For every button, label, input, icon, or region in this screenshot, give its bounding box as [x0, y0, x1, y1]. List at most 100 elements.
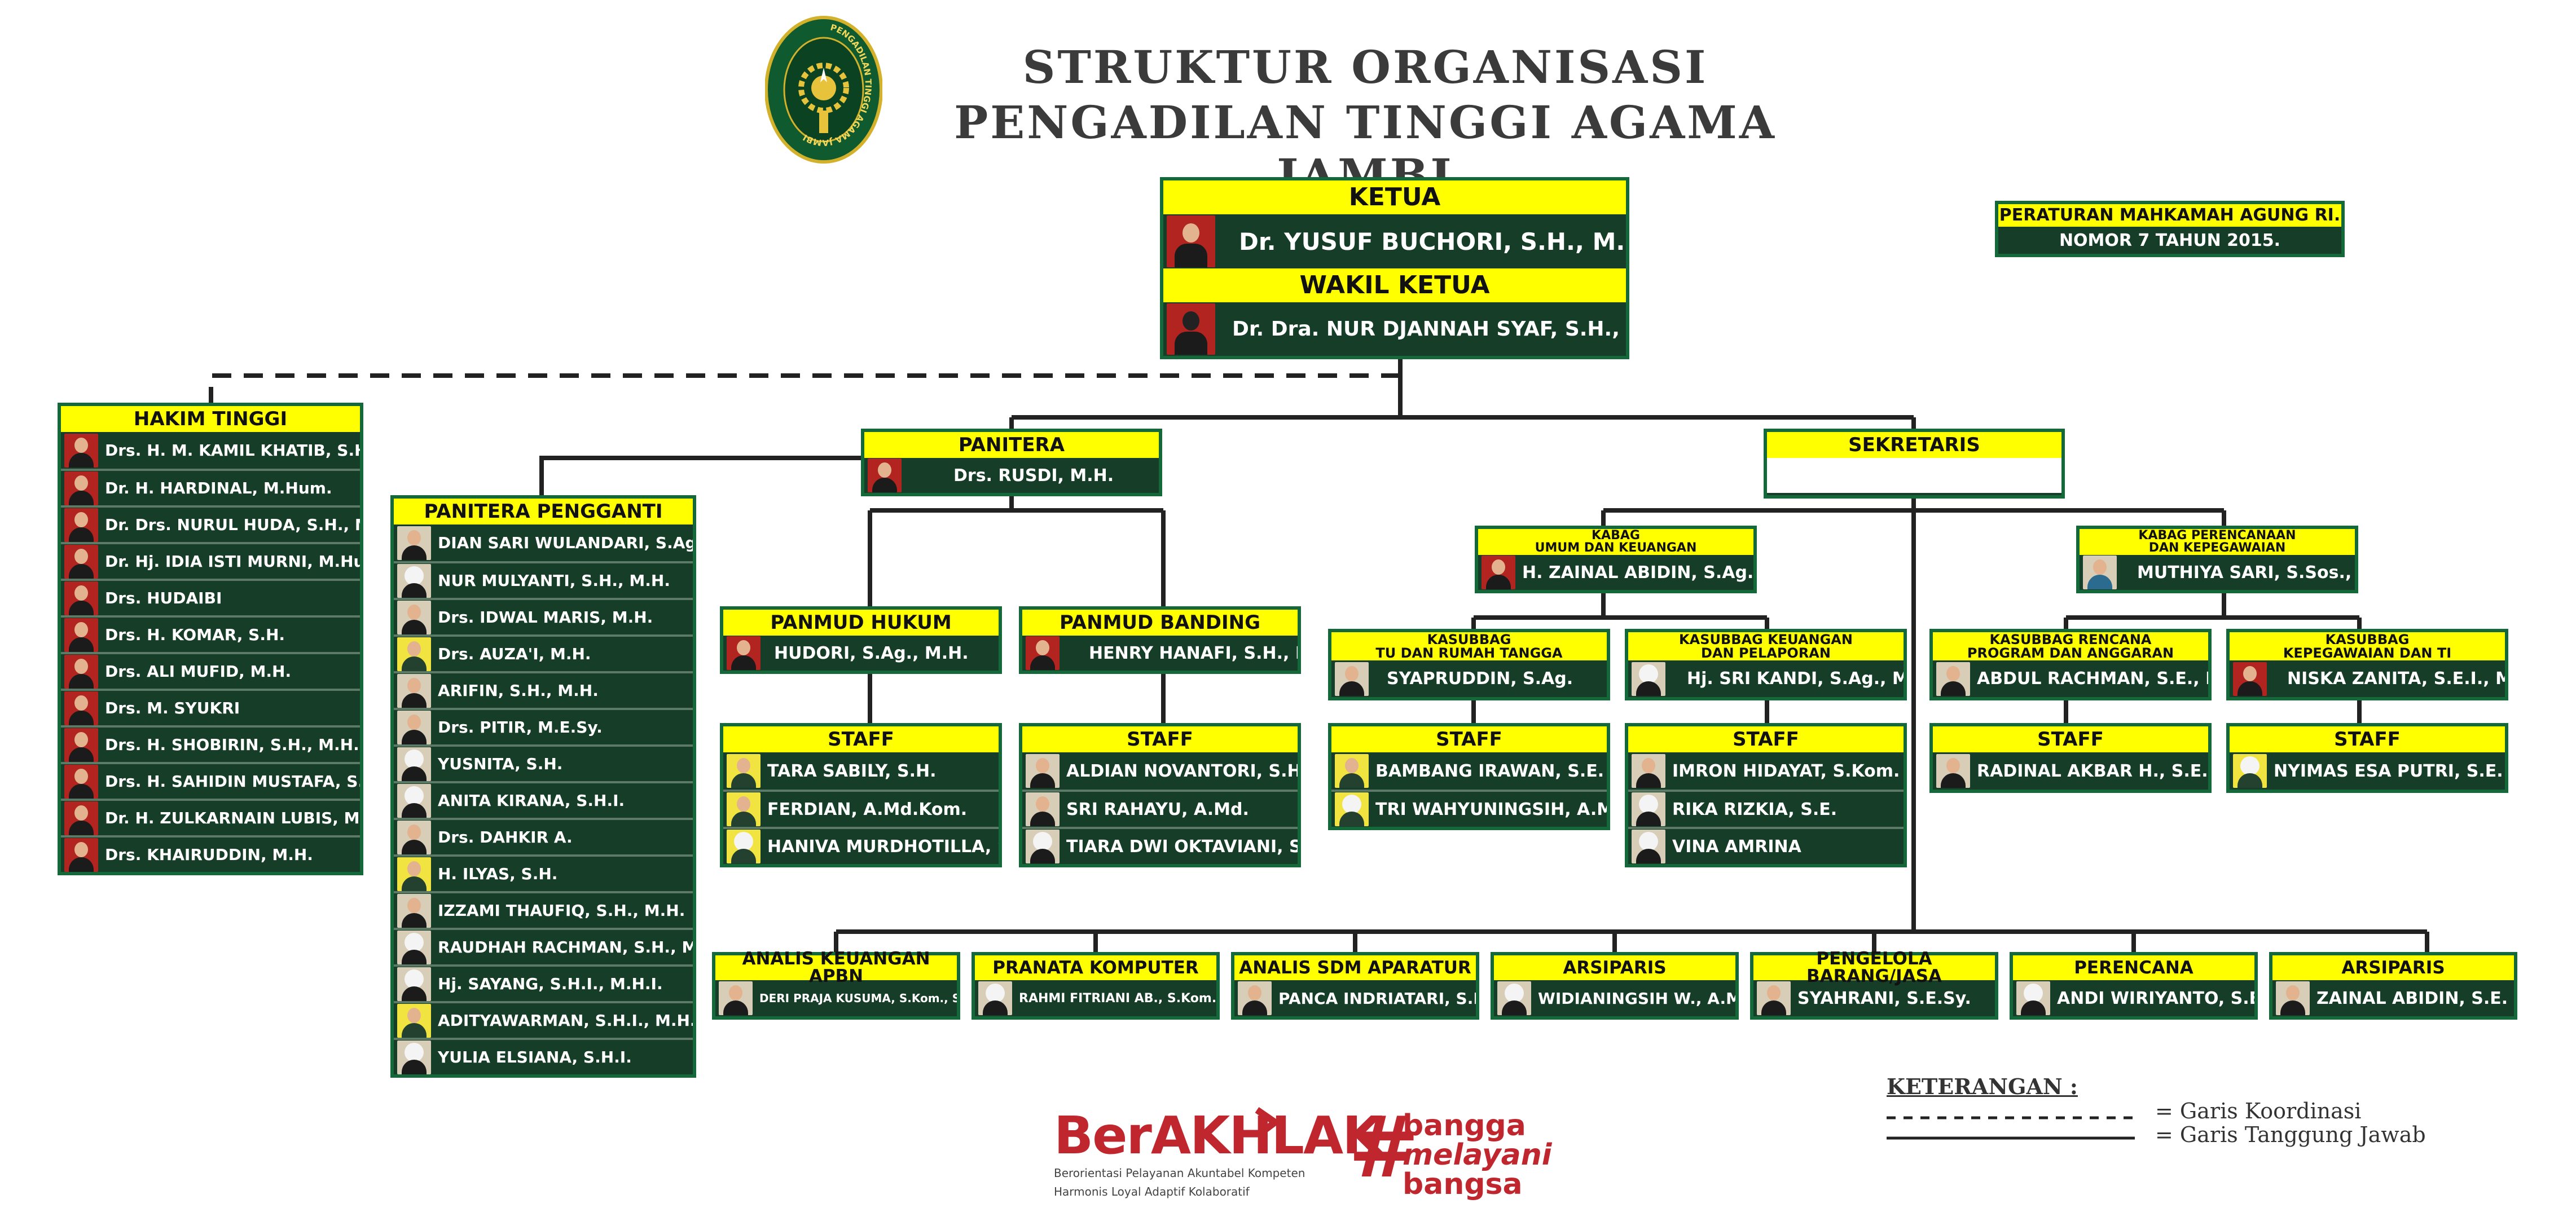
legend-title: KETERANGAN : [1887, 1074, 2078, 1099]
member-name: RIKA RIZKIA, S.E. [1672, 799, 1838, 819]
kasubbag-kepegawaian-label2: KEPEGAWAIAN DAN TI [2283, 645, 2452, 661]
bangga-line3: bangsa [1403, 1167, 1523, 1201]
member-row: DIAN SARI WULANDARI, S.Ag., M.H. [394, 524, 693, 561]
kasubbag-keuangan-label1: KASUBBAG KEUANGAN [1679, 632, 1853, 647]
functional-name: SYAHRANI, S.E.Sy. [1797, 988, 1971, 1008]
member-row: TARA SABILY, S.H. [723, 752, 999, 790]
functional-name: RAHMI FITRIANI AB., S.Kom., M.H. [1019, 991, 1216, 1006]
kabag-umum-label2: UMUM DAN KEUANGAN [1535, 541, 1697, 555]
member-row: ARIFIN, S.H., M.H. [394, 671, 693, 708]
kasubbag-tu-label2: TU DAN RUMAH TANGGA [1375, 645, 1563, 661]
photo-icon [64, 471, 98, 505]
member-name: IMRON HIDAYAT, S.Kom. [1672, 761, 1900, 781]
photo-icon [1026, 830, 1060, 863]
member-name: DIAN SARI WULANDARI, S.Ag., M.H. [438, 534, 693, 552]
regulation-box: PERATURAN MAHKAMAH AGUNG RI. NOMOR 7 TAH… [1995, 201, 2345, 257]
member-name: Hj. SAYANG, S.H.I., M.H.I. [438, 975, 663, 993]
kasubbag-rencana-label1: KASUBBAG RENCANA [1989, 632, 2152, 647]
member-row: Drs. H. M. KAMIL KHATIB, S.H., M.H. [61, 432, 360, 469]
photo-icon [727, 792, 761, 826]
chevron-icon [1255, 1107, 1281, 1139]
staff-keuangan-list: IMRON HIDAYAT, S.Kom. RIKA RIZKIA, S.E. VI… [1628, 752, 1904, 864]
kasubbag-rencana-name: ABDUL RACHMAN, S.E., M.Kom. [1977, 669, 2208, 689]
functional-label: ARSIPARIS [1494, 955, 1735, 980]
member-row: FERDIAN, A.Md.Kom. [723, 790, 999, 827]
photo-icon [719, 981, 753, 1015]
panmud-hukum-label: PANMUD HUKUM [723, 610, 999, 636]
kasubbag-keuangan-name: Hj. SRI KANDI, S.Ag., M.H. [1687, 669, 1904, 689]
member-row: IZZAMI THAUFIQ, S.H., M.H. [394, 891, 693, 928]
staff-tu-list: BAMBANG IRAWAN, S.E.TRI WAHYUNINGSIH, A.… [1331, 752, 1607, 827]
photo-icon [397, 783, 431, 818]
member-row: VINA AMRINA [1628, 827, 1904, 864]
member-row: Dr. Hj. IDIA ISTI MURNI, M.Hum [61, 542, 360, 579]
member-row: HANIVA MURDHOTILLA, S.H. [723, 827, 999, 864]
member-name: Drs. ALI MUFID, M.H. [105, 662, 292, 681]
bangga-line2: melayani [1403, 1138, 1552, 1172]
photo-icon [397, 526, 431, 560]
member-name: RADINAL AKBAR H., S.E. [1977, 761, 2208, 781]
photo-icon [397, 1003, 431, 1038]
photo-icon [64, 691, 98, 725]
staff-rencana-list: RADINAL AKBAR H., S.E. [1933, 752, 2208, 790]
sekretaris-label: SEKRETARIS [1767, 432, 2061, 458]
kasubbag-keuangan-label2: DAN PELAPORAN [1701, 645, 1831, 661]
member-name: Drs. KHAIRUDDIN, M.H. [105, 845, 313, 864]
member-row: RADINAL AKBAR H., S.E. [1933, 752, 2208, 790]
photo-icon [1632, 792, 1665, 826]
member-name: VINA AMRINA [1672, 836, 1801, 857]
functional-row: DERI PRAJA KUSUMA, S.Kom., S.H., M.Si. [715, 980, 957, 1016]
legend-responsibility: = Garis Tanggung Jawab [2155, 1122, 2426, 1147]
staff-kepegawaian-list: NYIMAS ESA PUTRI, S.E. [2230, 752, 2505, 790]
hakim-list: Drs. H. M. KAMIL KHATIB, S.H., M.H. Dr. H… [61, 432, 360, 872]
member-name: H. ILYAS, S.H. [438, 865, 558, 883]
coordination-line [209, 373, 1400, 403]
photo-icon [1936, 754, 1970, 788]
kasubbag-tu-label1: KASUBBAG [1427, 632, 1511, 647]
member-row: TIARA DWI OKTAVIANI, S.H. [1022, 827, 1298, 864]
member-name: Drs. AUZA'I, M.H. [438, 645, 591, 663]
member-name: ANITA KIRANA, S.H.I. [438, 791, 625, 810]
hashtag-icon: # [1348, 1099, 1419, 1197]
kabag-perencanaan-label2: DAN KEPEGAWAIAN [2148, 541, 2286, 555]
staff-banding-label: STAFF [1022, 726, 1298, 752]
member-name: YUSNITA, S.H. [438, 755, 563, 773]
member-row: Drs. DAHKIR A. [394, 818, 693, 854]
photo-icon [1482, 556, 1515, 589]
member-name: Drs. HUDAIBI [105, 589, 222, 607]
hakim-label: HAKIM TINGGI [61, 406, 360, 432]
panmud-banding-label: PANMUD BANDING [1022, 610, 1298, 636]
member-row: TRI WAHYUNINGSIH, A.Md. [1331, 790, 1607, 827]
member-row: IMRON HIDAYAT, S.Kom. [1628, 752, 1904, 790]
photo-icon [727, 754, 761, 788]
staff-keuangan-box: STAFF IMRON HIDAYAT, S.Kom.RIKA RIZKIA, … [1625, 723, 1907, 867]
member-name: Drs. IDWAL MARIS, M.H. [438, 608, 653, 627]
photo-icon [1335, 662, 1369, 696]
functional-label: PERENCANA [2013, 955, 2254, 980]
member-name: RAUDHAH RACHMAN, S.H., M.Hum. [438, 938, 693, 956]
photo-icon [64, 433, 98, 468]
member-name: FERDIAN, A.Md.Kom. [767, 799, 968, 819]
member-row: NUR MULYANTI, S.H., M.H. [394, 561, 693, 598]
kasubbag-kepegawaian-label1: KASUBBAG [2325, 632, 2410, 647]
member-name: TIARA DWI OKTAVIANI, S.H. [1066, 836, 1298, 857]
photo-icon [2233, 662, 2267, 696]
photo-icon [978, 981, 1012, 1015]
member-name: Dr. H. HARDINAL, M.Hum. [105, 479, 332, 497]
member-name: ALDIAN NOVANTORI, S.H. [1066, 761, 1298, 781]
ketua-label: KETUA [1163, 180, 1626, 214]
photo-icon [64, 764, 98, 799]
photo-icon [397, 637, 431, 671]
functional-label: ARSIPARIS [2272, 955, 2514, 980]
functional-name: DERI PRAJA KUSUMA, S.Kom., S.H., M.Si. [759, 991, 957, 1005]
photo-icon [397, 710, 431, 744]
photo-icon [64, 728, 98, 762]
bangga-line1: bangga [1403, 1109, 1526, 1143]
photo-icon [1497, 981, 1531, 1015]
